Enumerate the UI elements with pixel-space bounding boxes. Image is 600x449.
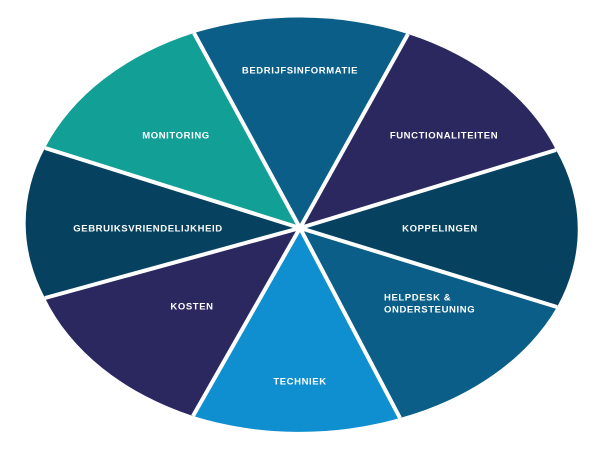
segment-divider — [44, 226, 301, 300]
segment-functionaliteiten — [300, 34, 556, 228]
segment-koppelingen — [300, 150, 578, 307]
wheel-labels: BEDRIJFSINFORMATIE FUNCTIONALITEITEN KOPPE… — [73, 66, 498, 388]
segment-label-line: MONITORING — [142, 131, 210, 142]
segment-bedrijfsinformatie — [194, 17, 408, 228]
segment-divider — [44, 146, 301, 230]
segment-divider — [191, 227, 302, 417]
segment-label-line: TECHNIEK — [273, 377, 326, 388]
segment-label-monitoring: MONITORING — [142, 131, 210, 142]
segment-divider — [299, 226, 558, 309]
segment-kosten — [45, 228, 300, 416]
segment-label-line: KOPPELINGEN — [402, 224, 478, 235]
segment-label-line: FUNCTIONALITEITEN — [390, 131, 498, 142]
segment-divider — [298, 33, 410, 229]
segment-label-helpdesk-and-ondersteuning: HELPDESK &ONDERSTEUNING — [384, 293, 475, 316]
segment-label-kosten: KOSTEN — [170, 302, 213, 313]
segment-label-line: KOSTEN — [170, 302, 213, 313]
segment-divider — [299, 148, 557, 230]
segment-monitoring — [45, 33, 300, 228]
segment-techniek — [193, 228, 400, 432]
segment-label-techniek: TECHNIEK — [273, 377, 326, 388]
segment-label-line: ONDERSTEUNING — [384, 305, 475, 316]
segment-label-koppelingen: KOPPELINGEN — [402, 224, 478, 235]
segment-label-line: GEBRUIKSVRIENDELIJKHEID — [73, 224, 222, 235]
segment-label-gebruiksvriendelijkheid: GEBRUIKSVRIENDELIJKHEID — [73, 224, 222, 235]
segment-divider — [298, 227, 402, 419]
segment-gebruiksvriendelijkheid — [25, 148, 301, 298]
segment-helpdesk-and-ondersteuning — [300, 228, 557, 418]
segment-label-line: BEDRIJFSINFORMATIE — [242, 66, 358, 77]
segment-label-line: HELPDESK & — [384, 293, 451, 304]
segment-divider — [192, 32, 302, 229]
wheel-segments — [25, 17, 578, 432]
segment-label-bedrijfsinformatie: BEDRIJFSINFORMATIE — [242, 66, 358, 77]
segment-label-functionaliteiten: FUNCTIONALITEITEN — [390, 131, 498, 142]
wheel-dividers — [44, 32, 558, 419]
